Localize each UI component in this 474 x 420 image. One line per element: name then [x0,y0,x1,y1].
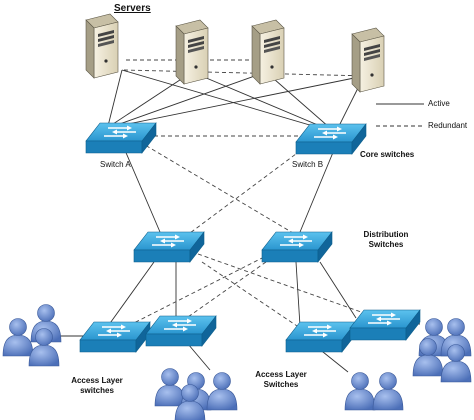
distribution-switch-left-icon [133,231,205,263]
server-tower-icon-4 [351,27,385,93]
access-switch-3-icon [285,321,357,353]
access-left-label-line-2: switches [80,386,114,395]
server-tower-icon-2 [175,19,209,85]
access-left-label-line-1: Access Layer [71,376,123,385]
access-switch-2-icon [145,315,217,347]
user-group-icon-bottom-right [344,372,404,411]
legend-redundant-label: Redundant [428,121,468,130]
legend-active-label: Active [428,99,450,108]
user-group-icon-right [412,318,472,383]
access-right-label-line-1: Access Layer [255,370,307,379]
redundant-links [123,59,379,329]
switch-b-label: Switch B [292,160,324,169]
switch-a-icon [85,122,157,154]
distribution-switch-right-icon [261,231,333,263]
access-right-label-line-2: Switches [263,380,299,389]
access-switch-4-icon [349,309,421,341]
switch-a-label: Switch A [100,160,131,169]
switch-b-icon [295,123,367,155]
access-switch-1-icon [79,321,151,353]
distribution-label-line-1: Distribution [363,230,409,239]
server-tower-icon-1 [85,13,119,79]
core-switches-label: Core switches [360,150,415,159]
active-links [46,69,421,373]
server-tower-icon-3 [251,19,285,85]
user-group-icon-left [2,304,62,367]
servers-title: Servers [114,3,151,14]
distribution-label-line-2: Switches [368,240,404,249]
user-group-icon-bottom-left [154,368,238,420]
